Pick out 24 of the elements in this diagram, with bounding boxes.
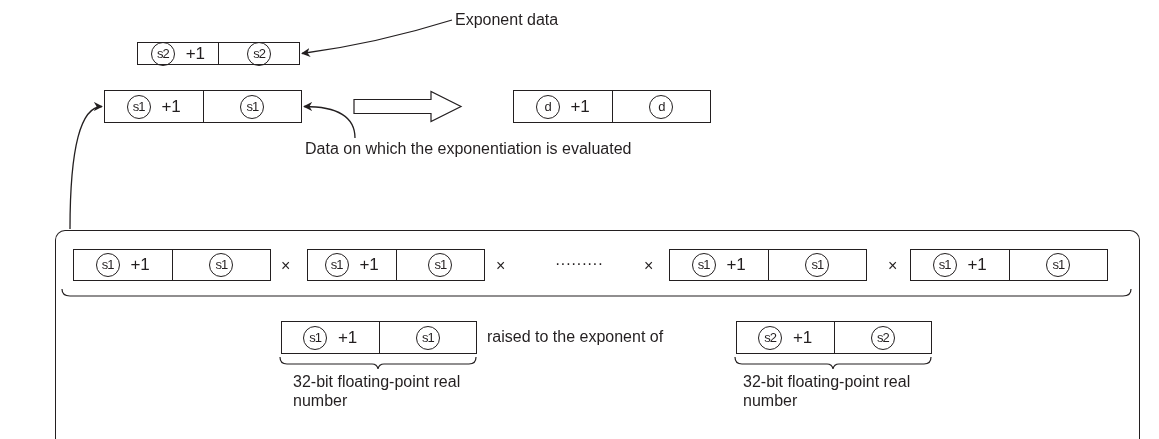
multiply-sign: × <box>888 256 898 275</box>
annotation-text: raised to the exponent of <box>487 327 664 346</box>
ellipsis: ········· <box>555 254 603 273</box>
annotation-text: Data on which the exponentiation is evaluated <box>305 139 632 159</box>
annotation-text: Exponent data <box>455 10 559 30</box>
multiply-sign: × <box>281 256 291 275</box>
register-box: s1 +1 s1 <box>669 249 867 281</box>
curved-arrow <box>69 103 103 230</box>
register-box: s1 +1 s1 <box>281 321 477 354</box>
register-box: s2 +1 s2 <box>137 42 300 65</box>
curved-arrow <box>303 102 356 139</box>
register-box: s1 +1 s1 <box>307 249 485 281</box>
multiply-sign: × <box>644 256 654 275</box>
annotation-text: 32-bit floating-point real number <box>743 372 912 410</box>
bracket-panel <box>55 230 1140 439</box>
register-box: d +1 d <box>513 90 711 123</box>
register-box: s2 +1 s2 <box>736 321 932 354</box>
register-box: s1 +1 s1 <box>910 249 1108 281</box>
curved-arrow <box>301 19 453 57</box>
register-box: s1 +1 s1 <box>104 90 302 123</box>
block-arrow <box>353 90 463 123</box>
register-box: s1 +1 s1 <box>73 249 271 281</box>
annotation-text: 32-bit floating-point real number <box>293 372 462 410</box>
multiply-sign: × <box>496 256 506 275</box>
